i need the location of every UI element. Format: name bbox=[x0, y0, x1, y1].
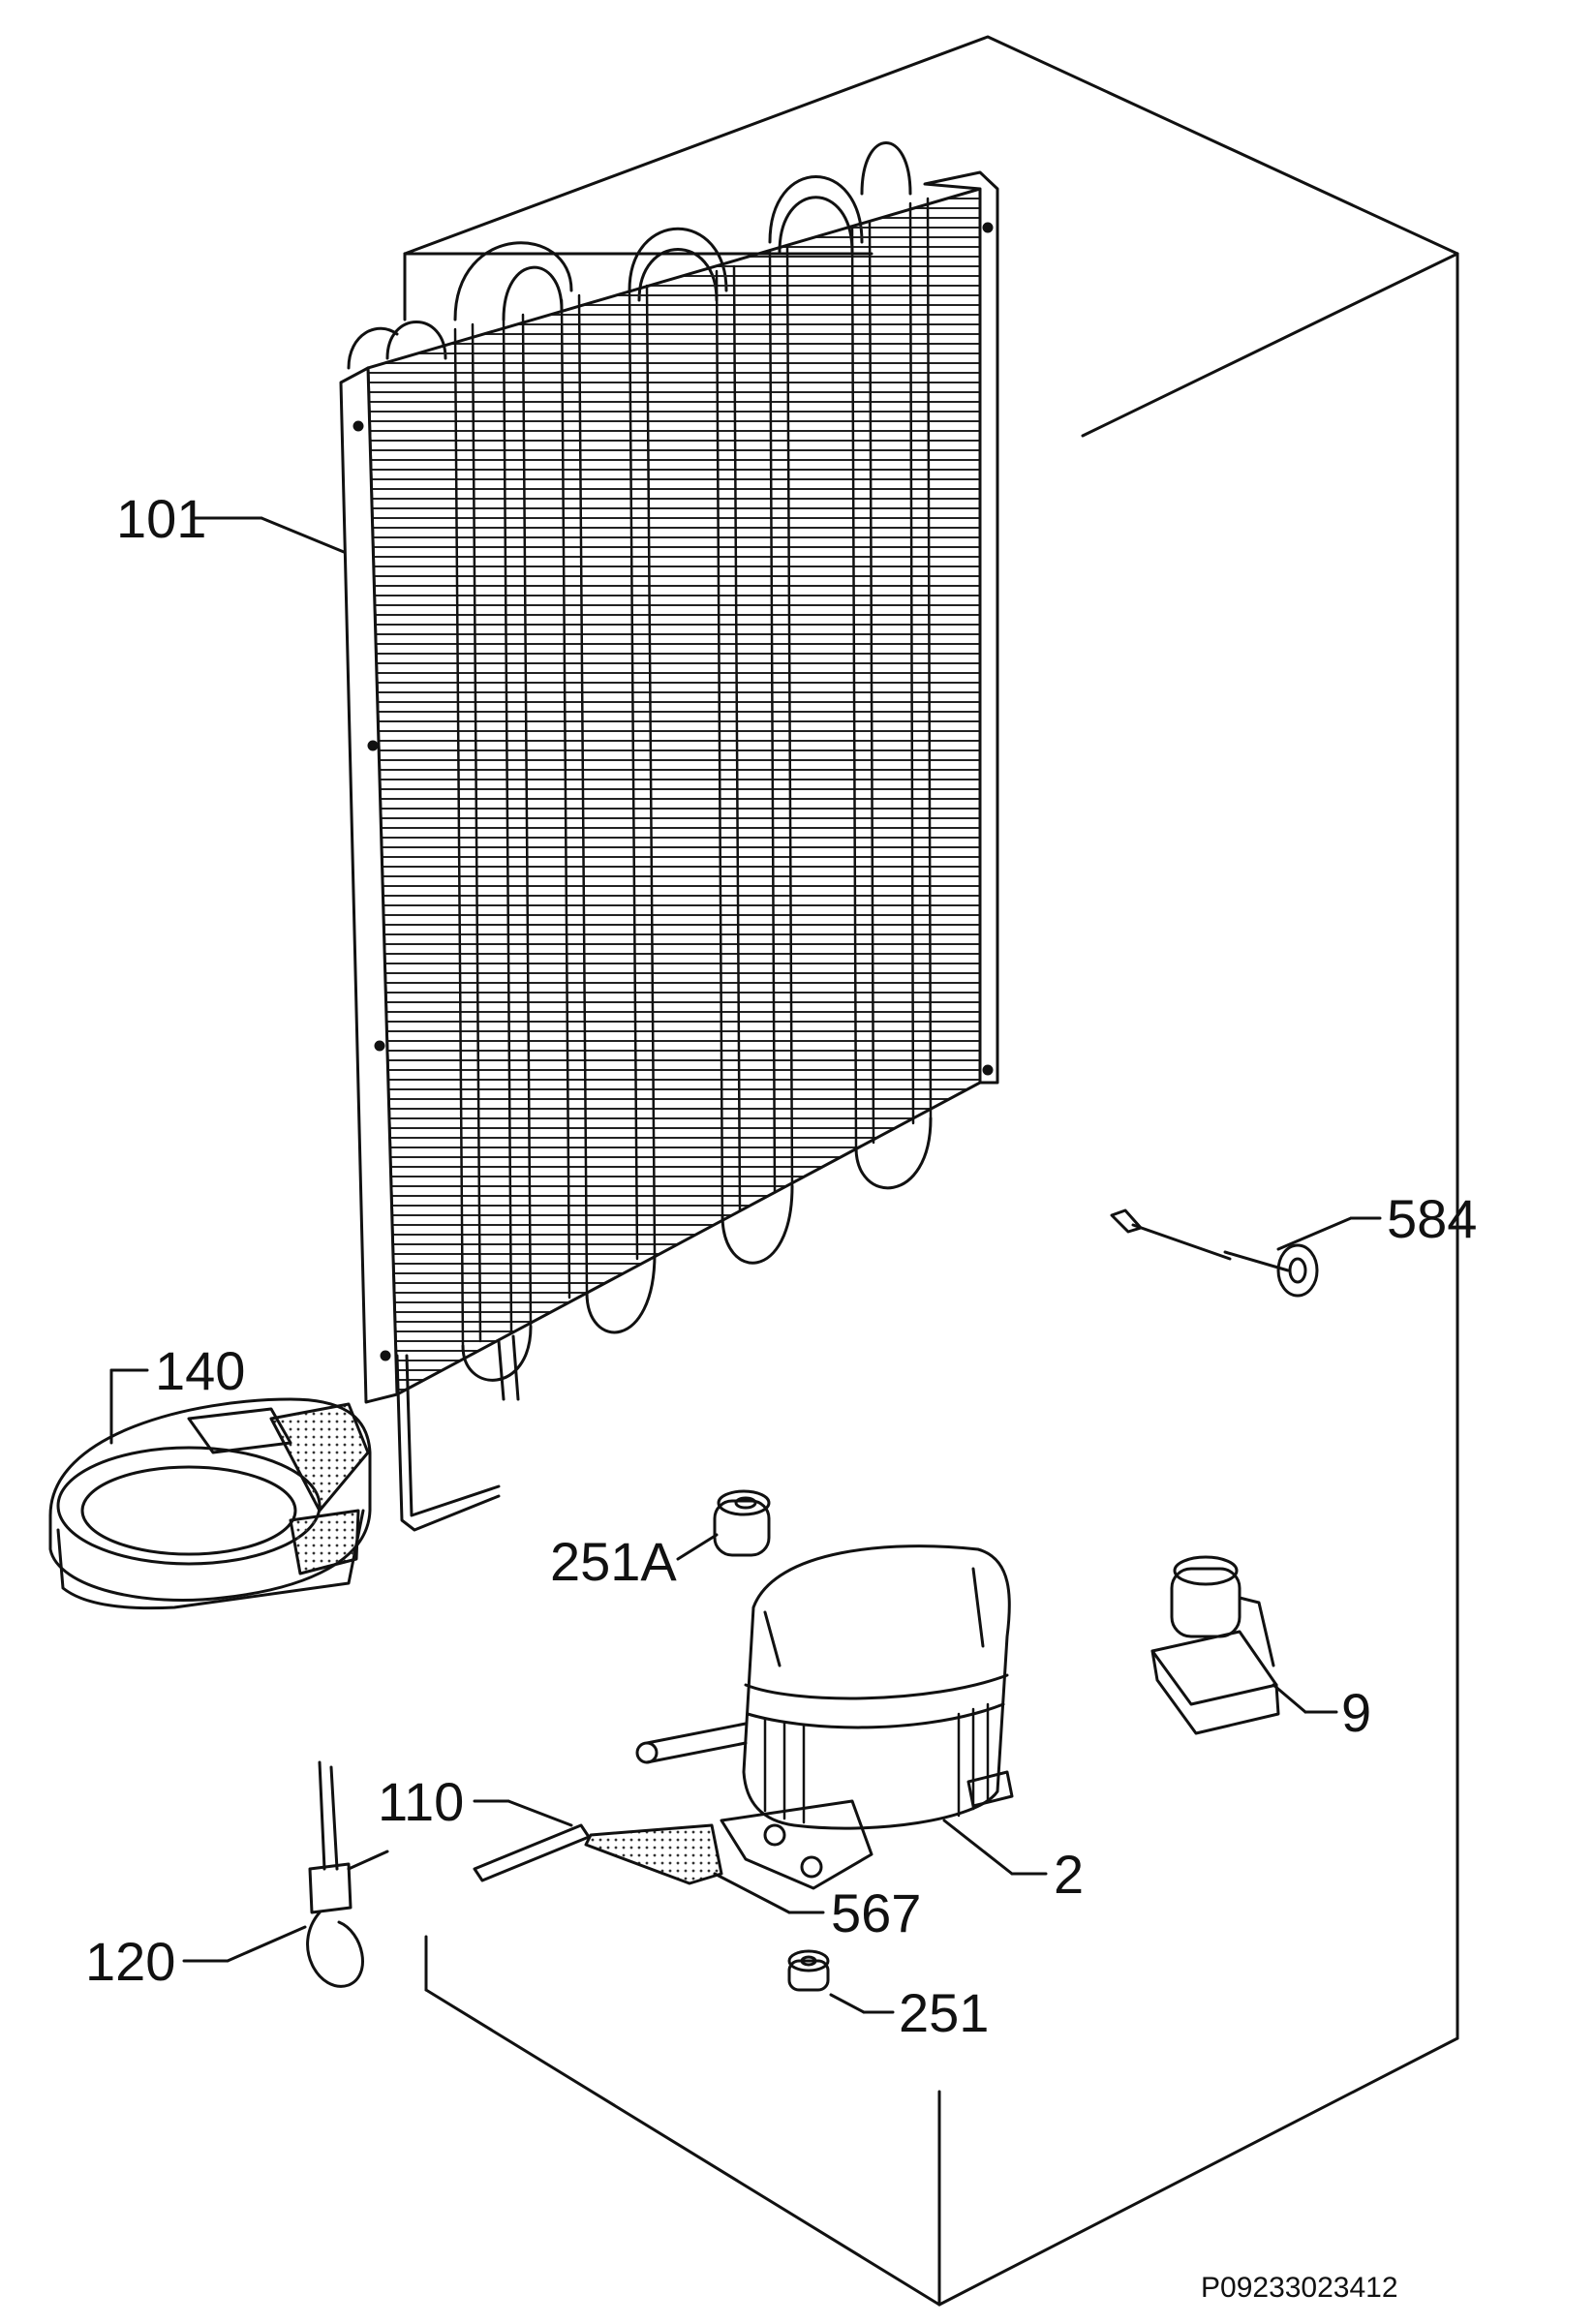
drip-tray-140 bbox=[48, 1397, 372, 1610]
grommet-251a bbox=[713, 1489, 771, 1557]
leader-9 bbox=[1272, 1683, 1307, 1714]
grommet-251 bbox=[787, 1949, 830, 1992]
callout-140: 140 bbox=[155, 1340, 245, 1401]
reference-code: P09233023412 bbox=[1201, 2272, 1398, 2304]
callout-2: 2 bbox=[1054, 1844, 1084, 1905]
callout-120: 120 bbox=[85, 1931, 175, 1992]
leader-2 bbox=[942, 1819, 1014, 1876]
leader-101-angle bbox=[260, 516, 346, 554]
sensor-584 bbox=[1110, 1208, 1319, 1298]
compressor-2 bbox=[635, 1544, 1014, 1890]
condenser-101 bbox=[339, 141, 999, 1532]
tube-110 bbox=[473, 1823, 591, 1882]
callout-110: 110 bbox=[378, 1771, 464, 1832]
callout-584: 584 bbox=[1387, 1188, 1477, 1249]
callout-567: 567 bbox=[831, 1882, 921, 1943]
relay-9 bbox=[1150, 1555, 1280, 1735]
leader-251 bbox=[829, 1993, 866, 2014]
leader-584 bbox=[1276, 1216, 1353, 1251]
plate-567 bbox=[584, 1823, 791, 1914]
leader-110-angle bbox=[506, 1799, 573, 1827]
callout-251: 251 bbox=[899, 1982, 989, 2043]
leader-120-angle bbox=[226, 1925, 307, 1963]
drier-120 bbox=[306, 1760, 389, 1988]
callout-101: 101 bbox=[116, 488, 206, 549]
leader-251a bbox=[676, 1533, 719, 1561]
cabinet bbox=[403, 35, 1459, 2307]
callout-9: 9 bbox=[1341, 1682, 1371, 1743]
callout-251a: 251A bbox=[550, 1531, 677, 1592]
